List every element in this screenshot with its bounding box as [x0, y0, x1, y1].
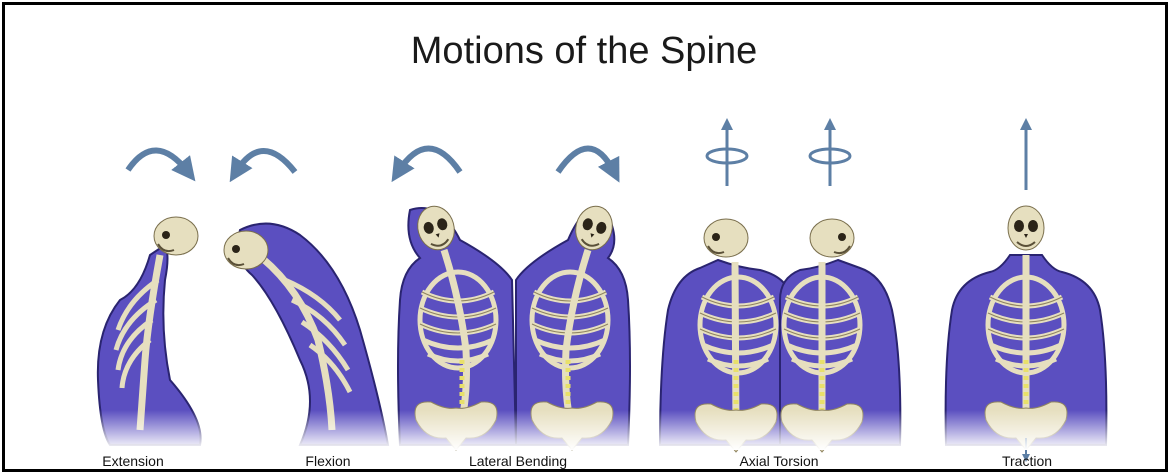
torsion-left-skull	[704, 219, 748, 257]
torsion-right-arrow-icon	[810, 124, 850, 186]
label-axial-torsion: Axial Torsion	[739, 453, 818, 469]
traction-skull	[1008, 206, 1044, 250]
label-extension: Extension	[102, 453, 163, 469]
extension-arrow-icon	[128, 150, 188, 172]
extension-figure	[98, 150, 201, 445]
traction-figure	[946, 124, 1107, 458]
torsion-left-arrow-icon	[707, 124, 747, 186]
axial-torsion-figures	[660, 124, 900, 452]
flexion-skull	[224, 231, 268, 269]
label-traction: Traction	[1002, 453, 1052, 469]
flexion-figure	[224, 151, 388, 445]
lateral-left-arrow-icon	[398, 149, 460, 173]
extension-skull	[154, 217, 198, 255]
label-flexion: Flexion	[305, 453, 350, 469]
lateral-bending-figures	[398, 149, 630, 451]
flexion-arrow-icon	[236, 151, 295, 172]
lateral-right-arrow-icon	[558, 149, 614, 173]
label-lateral-bending: Lateral Bending	[469, 453, 567, 469]
